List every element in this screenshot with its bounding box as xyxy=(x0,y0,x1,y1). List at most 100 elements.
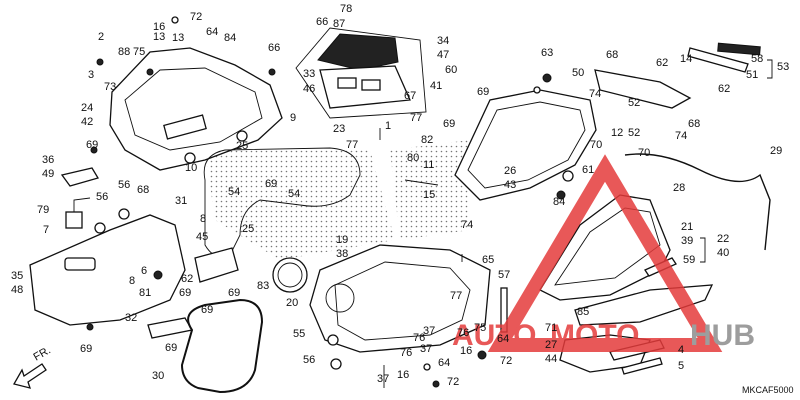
watermark: AUTO MOTO HUB xyxy=(452,154,755,352)
harness-bracket xyxy=(65,197,91,229)
callout-32: 32 xyxy=(125,312,137,324)
callout-39: 39 xyxy=(681,235,693,247)
callout-74: 74 xyxy=(589,88,601,100)
callout-21: 21 xyxy=(681,221,693,233)
callout-69: 69 xyxy=(228,287,240,299)
callout-71: 71 xyxy=(545,322,557,334)
callout-83: 83 xyxy=(257,280,269,292)
callout-66: 66 xyxy=(316,16,328,28)
callout-69: 69 xyxy=(80,343,92,355)
callout-3: 3 xyxy=(88,69,94,81)
callout-62: 62 xyxy=(181,273,193,285)
callout-7: 7 xyxy=(43,224,49,236)
callout-76: 76 xyxy=(457,327,469,339)
callout-31: 31 xyxy=(175,195,187,207)
callout-69: 69 xyxy=(265,178,277,190)
diagram-code: MKCAF5000 xyxy=(742,385,794,395)
callout-6: 6 xyxy=(141,265,147,277)
callout-1: 1 xyxy=(385,120,391,132)
callout-44: 44 xyxy=(545,353,557,365)
callout-84: 84 xyxy=(224,32,236,44)
callout-16: 16 xyxy=(153,21,165,33)
callout-57: 57 xyxy=(498,269,510,281)
callout-88: 88 xyxy=(118,46,130,58)
callout-47: 47 xyxy=(437,49,449,61)
callout-87: 87 xyxy=(333,18,345,30)
callout-68: 68 xyxy=(606,49,618,61)
callout-38: 38 xyxy=(336,248,348,260)
callout-84: 84 xyxy=(553,196,565,208)
callout-51: 51 xyxy=(746,69,758,81)
callout-16: 16 xyxy=(460,345,472,357)
callout-85: 85 xyxy=(577,306,589,318)
dotted-shade-right xyxy=(390,140,470,240)
callout-79: 79 xyxy=(37,204,49,216)
callout-66: 66 xyxy=(268,42,280,54)
callout-72: 72 xyxy=(190,11,202,23)
callout-37: 37 xyxy=(423,325,435,337)
front-marker-label: FR. xyxy=(32,344,53,363)
callout-10: 10 xyxy=(185,162,197,174)
callout-34: 34 xyxy=(437,35,449,47)
fasteners xyxy=(86,16,574,388)
watermark-hub: HUB xyxy=(690,319,755,352)
callout-70: 70 xyxy=(590,139,602,151)
callout-56: 56 xyxy=(118,179,130,191)
bracket-plate xyxy=(194,247,239,283)
callout-59: 59 xyxy=(683,254,695,266)
watermark-auto: AUTO xyxy=(452,319,536,352)
callout-45: 45 xyxy=(196,231,208,243)
callout-27: 27 xyxy=(545,339,557,351)
callout-33: 33 xyxy=(303,68,315,80)
front-direction-arrow: FR. xyxy=(13,344,53,389)
callout-62: 62 xyxy=(718,83,730,95)
callout-35: 35 xyxy=(11,270,23,282)
callout-25: 25 xyxy=(236,140,248,152)
callout-49: 49 xyxy=(42,168,54,180)
callout-13: 13 xyxy=(153,31,165,43)
callout-50: 50 xyxy=(572,67,584,79)
callout-24: 24 xyxy=(81,102,93,114)
callout-14: 14 xyxy=(680,53,692,65)
callout-65: 65 xyxy=(482,254,494,266)
callout-54: 54 xyxy=(228,186,240,198)
callout-69: 69 xyxy=(477,86,489,98)
callout-69: 69 xyxy=(165,342,177,354)
callout-5: 5 xyxy=(678,360,684,372)
callout-76: 76 xyxy=(400,347,412,359)
hinge-bracket xyxy=(594,42,761,109)
callout-63: 63 xyxy=(541,47,553,59)
callout-72: 72 xyxy=(447,376,459,388)
callout-77: 77 xyxy=(346,139,358,151)
electrical-bracket xyxy=(295,27,427,119)
callout-41: 41 xyxy=(430,80,442,92)
callout-55: 55 xyxy=(293,328,305,340)
callout-60: 60 xyxy=(445,64,457,76)
callout-30: 30 xyxy=(152,370,164,382)
watermark-triangle xyxy=(487,154,723,352)
callout-28: 28 xyxy=(673,182,685,194)
callout-4: 4 xyxy=(678,344,684,356)
callout-68: 68 xyxy=(688,118,700,130)
callout-56: 56 xyxy=(303,354,315,366)
callout-56: 56 xyxy=(96,191,108,203)
callout-9: 9 xyxy=(290,112,296,124)
callout-12: 12 xyxy=(611,127,623,139)
inner-frame-upper xyxy=(109,47,283,171)
callout-69: 69 xyxy=(179,287,191,299)
group-brackets xyxy=(700,59,773,263)
callout-25: 25 xyxy=(242,223,254,235)
callout-26: 26 xyxy=(504,165,516,177)
callout-62: 62 xyxy=(656,57,668,69)
callout-53: 53 xyxy=(777,61,789,73)
callout-2: 2 xyxy=(98,31,104,43)
side-cover-left xyxy=(29,214,186,326)
callout-78: 78 xyxy=(340,3,352,15)
callout-43: 43 xyxy=(504,179,516,191)
callout-11: 11 xyxy=(423,159,434,171)
callout-52: 52 xyxy=(628,127,640,139)
callout-8: 8 xyxy=(200,213,206,225)
callout-46: 46 xyxy=(303,83,315,95)
callout-69: 69 xyxy=(443,118,455,130)
